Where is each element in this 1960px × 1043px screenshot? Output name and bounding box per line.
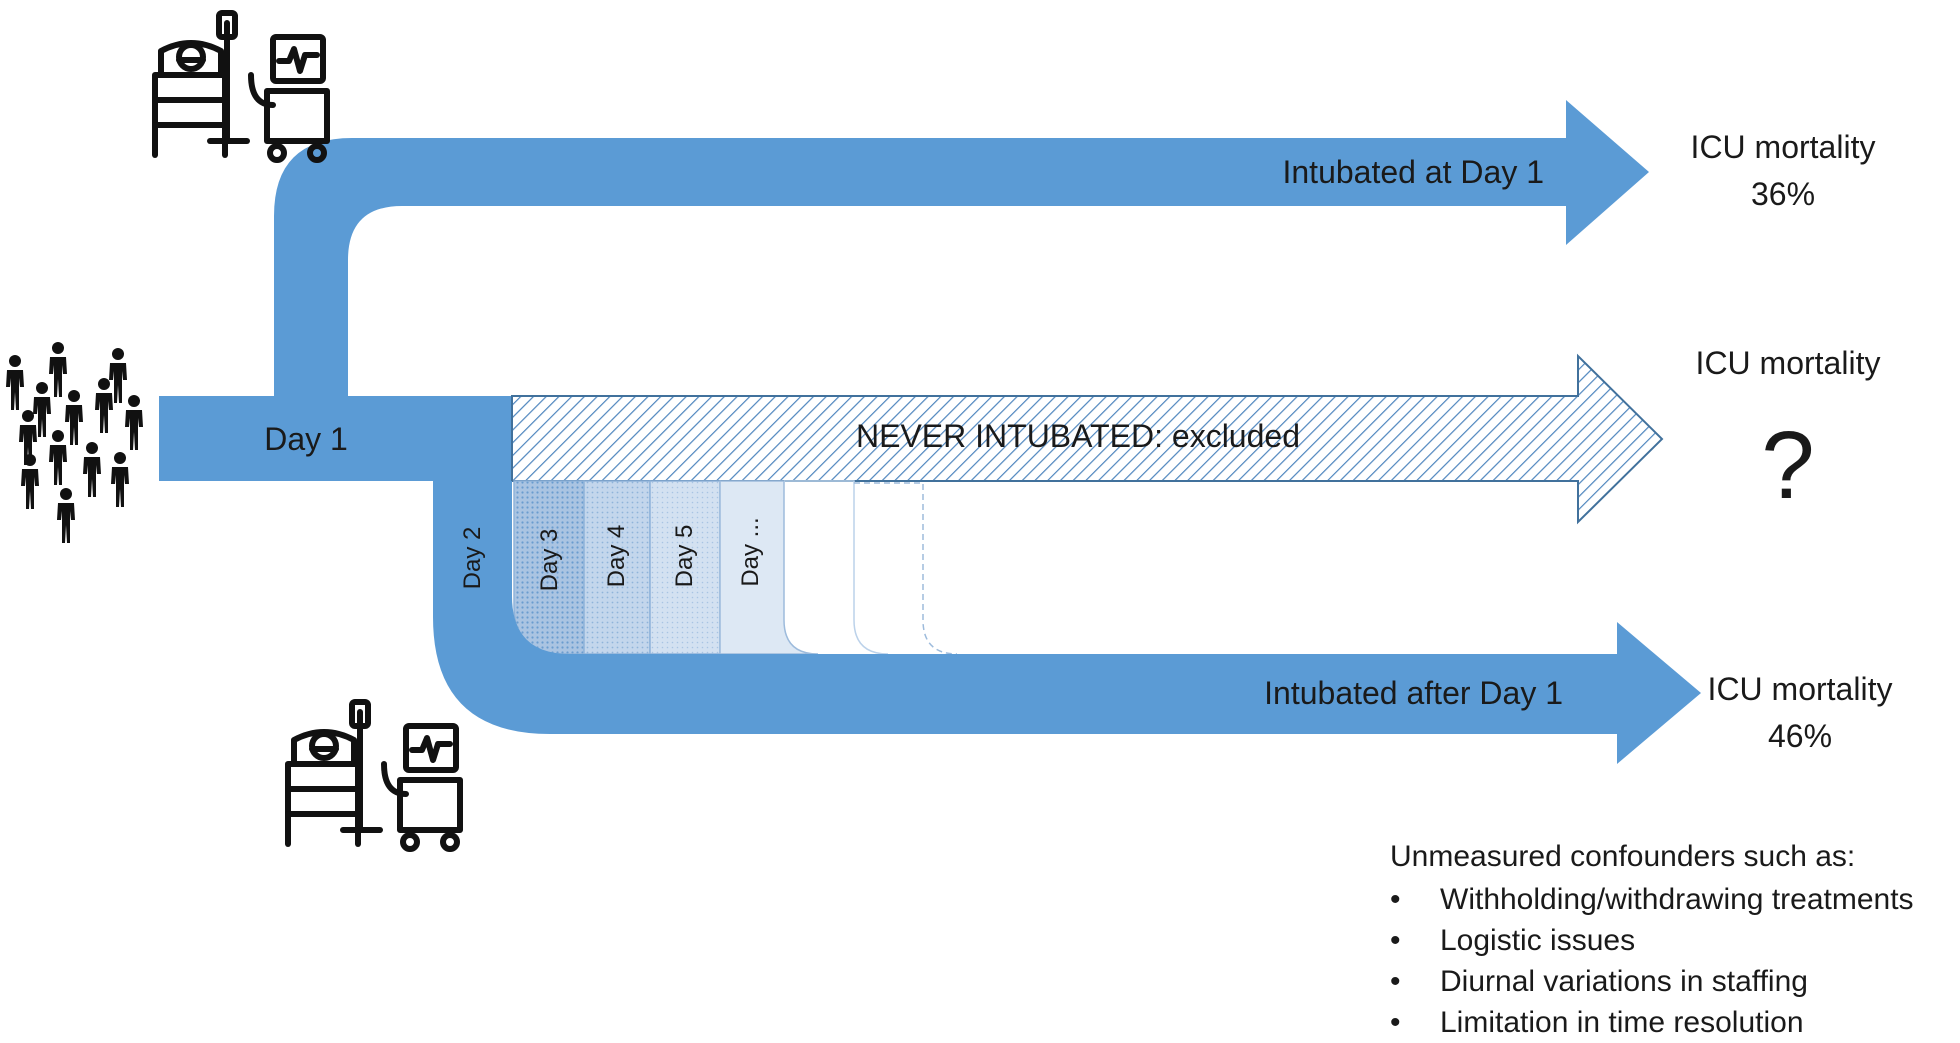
- confounder-item: Limitation in time resolution: [1390, 1002, 1914, 1043]
- day-more-column: [719, 480, 819, 655]
- crowd-of-people-icon: [6, 342, 143, 543]
- never-intubated-label: NEVER INTUBATED: excluded: [856, 418, 1300, 454]
- fading-column-2: [854, 482, 958, 655]
- confounder-item: Withholding/withdrawing treatments: [1390, 879, 1914, 920]
- fading-column-1: [784, 480, 889, 655]
- day1-label: Day 1: [264, 421, 348, 457]
- top-arrow: [274, 100, 1649, 396]
- confounder-item: Logistic issues: [1390, 920, 1914, 961]
- confounders-note: Unmeasured confounders such as: Withhold…: [1390, 836, 1914, 1043]
- day3-label: Day 3: [536, 529, 563, 592]
- top-outcome-label: ICU mortality: [1691, 129, 1876, 165]
- bottom-outcome-value: 46%: [1768, 718, 1832, 754]
- middle-outcome-label: ICU mortality: [1696, 345, 1881, 381]
- day1-bar: [159, 396, 512, 481]
- confounder-item: Diurnal variations in staffing: [1390, 961, 1914, 1002]
- patient-bed-ventilator-icon: [288, 702, 460, 849]
- top-outcome-value: 36%: [1751, 176, 1815, 212]
- confounders-list: Withholding/withdrawing treatments Logis…: [1390, 879, 1914, 1043]
- middle-outcome-value: ?: [1761, 412, 1814, 519]
- bottom-arrow: [433, 481, 1701, 764]
- top-arrow-label: Intubated at Day 1: [1282, 154, 1544, 190]
- patient-bed-ventilator-icon: [155, 13, 327, 160]
- day2-label: Day 2: [459, 527, 486, 590]
- bottom-arrow-label: Intubated after Day 1: [1264, 675, 1563, 711]
- day4-label: Day 4: [603, 525, 630, 588]
- day5-label: Day 5: [671, 525, 698, 588]
- confounders-heading: Unmeasured confounders such as:: [1390, 840, 1856, 873]
- day-more-label: Day ...: [737, 517, 764, 586]
- bottom-outcome-label: ICU mortality: [1708, 671, 1893, 707]
